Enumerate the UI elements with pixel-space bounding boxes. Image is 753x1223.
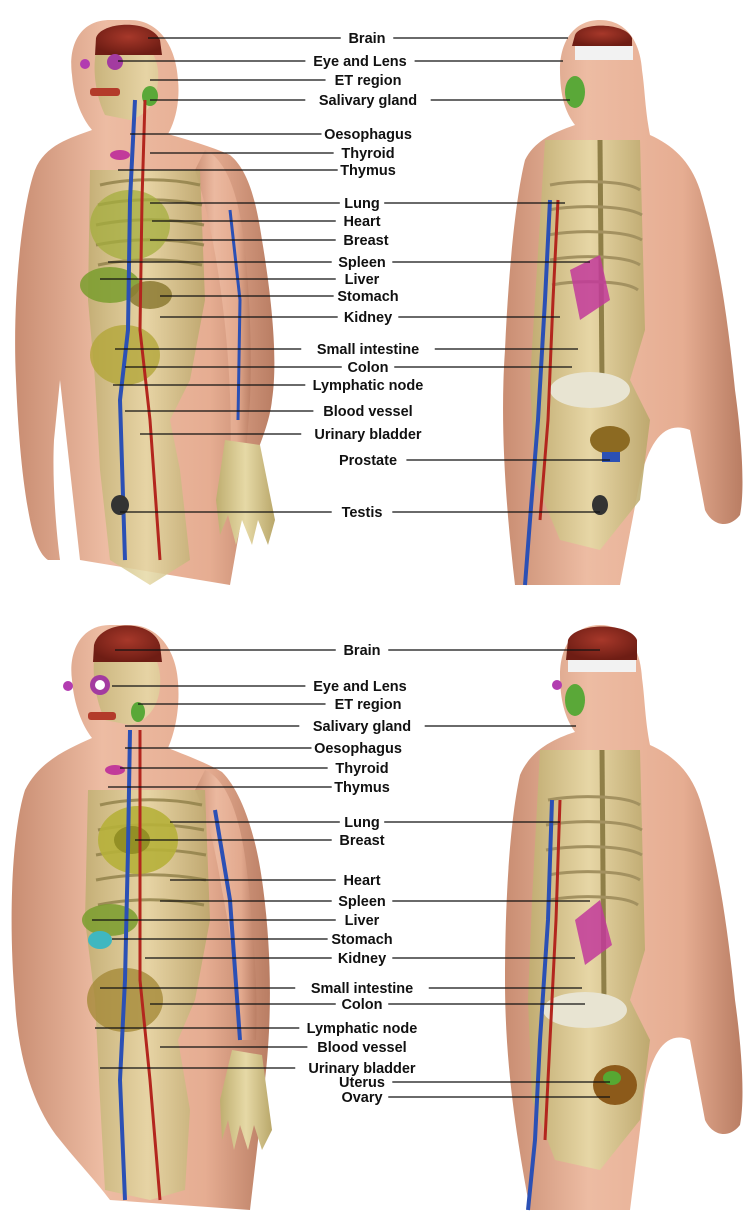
- male-label-breast: Breast: [343, 233, 388, 249]
- female-front-eye-lens: [95, 680, 105, 690]
- female-label-kidney: Kidney: [338, 951, 386, 967]
- male-label-oesophagus: Oesophagus: [324, 127, 412, 143]
- male-label-small-intestine: Small intestine: [317, 342, 419, 358]
- female-label-stomach: Stomach: [331, 932, 392, 948]
- female-label-breast: Breast: [339, 833, 384, 849]
- female-back-salivary: [565, 684, 585, 716]
- female-back-skull-band: [568, 660, 636, 672]
- female-front-et-region: [88, 712, 116, 720]
- female-back-pelvis: [543, 992, 627, 1028]
- male-back-pelvis: [550, 372, 630, 408]
- female-label-liver: Liver: [345, 913, 380, 929]
- female-front-figure: [12, 625, 272, 1210]
- female-label-heart: Heart: [343, 873, 380, 889]
- female-label-lung: Lung: [344, 815, 379, 831]
- male-front-eye: [107, 54, 123, 70]
- female-label-lymphatic-node: Lymphatic node: [307, 1021, 418, 1037]
- male-label-heart: Heart: [343, 214, 380, 230]
- male-label-salivary-gland: Salivary gland: [319, 93, 417, 109]
- male-label-liver: Liver: [345, 272, 380, 288]
- male-label-kidney: Kidney: [344, 310, 392, 326]
- male-back-skull-band: [575, 46, 633, 60]
- female-label-spleen: Spleen: [338, 894, 386, 910]
- male-label-lung: Lung: [344, 196, 379, 212]
- female-label-small-intestine: Small intestine: [311, 981, 413, 997]
- female-label-thyroid: Thyroid: [335, 761, 388, 777]
- female-label-colon: Colon: [341, 997, 382, 1013]
- male-back-prostate: [590, 426, 630, 454]
- female-back-ovary: [603, 1071, 621, 1085]
- female-label-oesophagus: Oesophagus: [314, 741, 402, 757]
- female-front-salivary: [131, 702, 145, 722]
- female-front-lens: [63, 681, 73, 691]
- female-front-stomach: [88, 931, 112, 949]
- male-front-figure: [15, 20, 275, 585]
- female-label-thymus: Thymus: [334, 780, 390, 796]
- female-label-brain: Brain: [343, 643, 380, 659]
- male-label-blood-vessel: Blood vessel: [323, 404, 412, 420]
- female-label-uterus: Uterus: [339, 1075, 385, 1091]
- male-back-figure: [503, 20, 742, 585]
- male-label-testis: Testis: [342, 505, 383, 521]
- male-label-eye-and-lens: Eye and Lens: [313, 54, 406, 70]
- female-back-spine: [602, 750, 604, 1000]
- male-front-thyroid: [110, 150, 130, 160]
- female-label-eye-and-lens: Eye and Lens: [313, 679, 406, 695]
- male-label-spleen: Spleen: [338, 255, 386, 271]
- male-back-salivary: [565, 76, 585, 108]
- male-front-lens: [80, 59, 90, 69]
- female-back-uterus: [593, 1065, 637, 1105]
- male-label-thymus: Thymus: [340, 163, 396, 179]
- male-label-prostate: Prostate: [339, 453, 397, 469]
- female-back-eye: [552, 680, 562, 690]
- male-label-thyroid: Thyroid: [341, 146, 394, 162]
- female-label-salivary-gland: Salivary gland: [313, 719, 411, 735]
- male-label-colon: Colon: [347, 360, 388, 376]
- male-label-stomach: Stomach: [337, 289, 398, 305]
- male-label-et-region: ET region: [335, 73, 402, 89]
- male-label-urinary-bladder: Urinary bladder: [314, 427, 422, 443]
- male-label-brain: Brain: [348, 31, 385, 47]
- male-label-lymphatic-node: Lymphatic node: [313, 378, 424, 394]
- female-label-ovary: Ovary: [341, 1090, 382, 1106]
- male-front-et-region: [90, 88, 120, 96]
- female-label-blood-vessel: Blood vessel: [317, 1040, 406, 1056]
- female-front-thyroid: [105, 765, 125, 775]
- female-label-et-region: ET region: [335, 697, 402, 713]
- male-front-stomach: [128, 281, 172, 309]
- female-back-brain: [566, 627, 637, 661]
- female-back-figure: [505, 625, 742, 1210]
